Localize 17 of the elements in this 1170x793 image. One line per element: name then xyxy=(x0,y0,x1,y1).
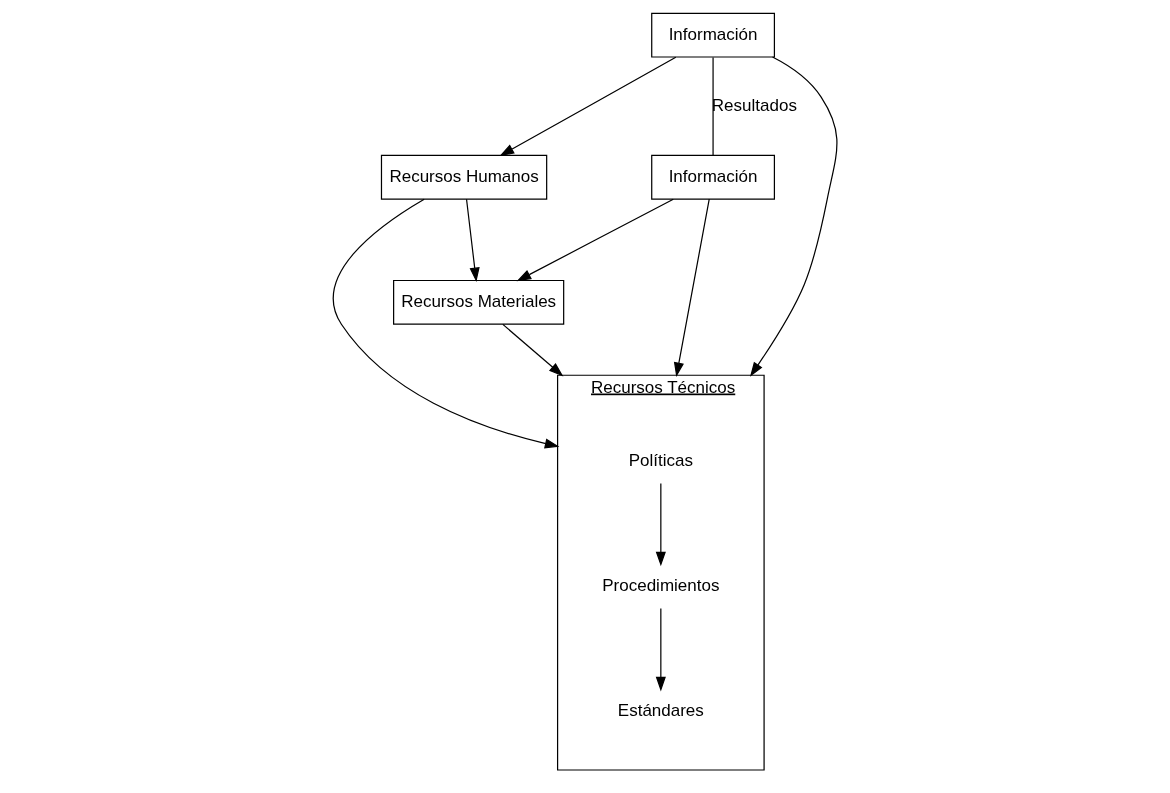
node-box: Recursos Materiales xyxy=(393,279,565,325)
arrow xyxy=(655,608,666,692)
node-text: Políticas xyxy=(628,450,693,470)
arrow xyxy=(332,198,560,449)
arrow xyxy=(502,323,564,377)
arrow xyxy=(655,482,666,567)
arrow xyxy=(673,198,710,378)
arrow xyxy=(499,56,677,157)
arrow xyxy=(465,198,480,283)
node-text: Estándares xyxy=(617,701,704,721)
connector xyxy=(712,57,714,156)
arrow xyxy=(516,198,674,282)
arrow xyxy=(750,56,838,377)
node-box: Información xyxy=(651,154,775,200)
node-text: Procedimientos xyxy=(602,576,720,596)
node-box: Información xyxy=(651,12,775,58)
node-box: Recursos Humanos xyxy=(380,154,548,200)
